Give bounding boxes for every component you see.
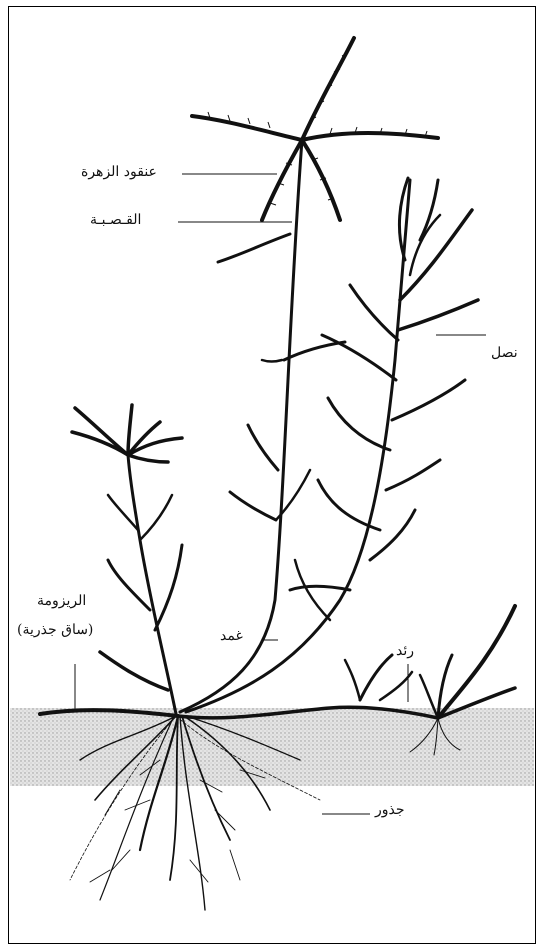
label-stem: القـصـبـة bbox=[90, 213, 141, 227]
label-roots: جذور bbox=[375, 803, 405, 817]
label-sheath: غمد bbox=[220, 629, 243, 643]
label-rhizome-note: (ساق جذرية) bbox=[17, 623, 93, 637]
label-flower-spikes: عنقود الزهرة bbox=[81, 165, 157, 179]
label-rhizome: الريزومة bbox=[37, 594, 86, 608]
left-shoot bbox=[100, 455, 182, 714]
label-stolon: رئد bbox=[396, 644, 414, 658]
main-inflorescence bbox=[192, 38, 438, 220]
stolon-rosette bbox=[345, 606, 515, 718]
inflorescence-bristles bbox=[208, 53, 427, 205]
label-blade: نصل bbox=[491, 346, 518, 360]
left-inflorescence bbox=[72, 405, 182, 462]
